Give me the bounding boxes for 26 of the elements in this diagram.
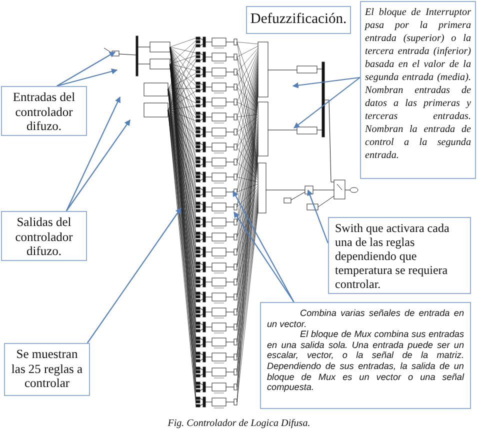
leader-arrow (56, 52, 116, 86)
leader-arrow (307, 189, 329, 244)
leader-arrow (234, 212, 294, 302)
callout-text: Salidas del controlador difuzo. (14, 215, 74, 258)
callout-text: Se muestran las 25 reglas a controlar (10, 347, 84, 390)
leader-arrow (66, 120, 130, 212)
callout-box (246, 6, 351, 34)
leader-arrow (56, 68, 118, 87)
figure-caption: Fig. Controlador de Logica Difusa. (168, 418, 310, 429)
leader-arrow (292, 76, 360, 88)
leader-arrow (86, 208, 182, 344)
callout-box (328, 217, 471, 294)
leader-arrow (232, 190, 294, 302)
callout-box (1, 211, 87, 261)
callout-box (360, 1, 476, 179)
leader-arrow (66, 96, 120, 212)
callout-text: Combina varias señales de entrada en un vector. (267, 308, 464, 330)
callout-box (260, 302, 471, 409)
callout-text: El bloque de Interruptor pasa por la primera entrada (superior) o la tercera entrada (inferior) basada en el valor de la segunda entrada (media). Nombran entradas de datos a las primeras y terceras entradas. Nombran la entrada de control a la segunda entrada. (365, 6, 471, 162)
leader-arrow (294, 77, 360, 128)
callout-text: Swith que activara cada una de las reglas dependiendo que temperatura se requiera controlar. (335, 221, 450, 291)
callout-box (1, 86, 87, 136)
callout-box (4, 343, 90, 396)
callout-text: El bloque de Mux combina sus entradas en una salida sola. Una entrada puede ser un escalar, vector, o la señal de la matriz. Dependiendo de sus entradas, la salida de un bloque de Mux es un vector o una señal compuesta. (267, 329, 464, 393)
callout-text: Entradas del controlador difuzo. (12, 90, 76, 134)
callout-text: Defuzzificación. (249, 11, 348, 28)
